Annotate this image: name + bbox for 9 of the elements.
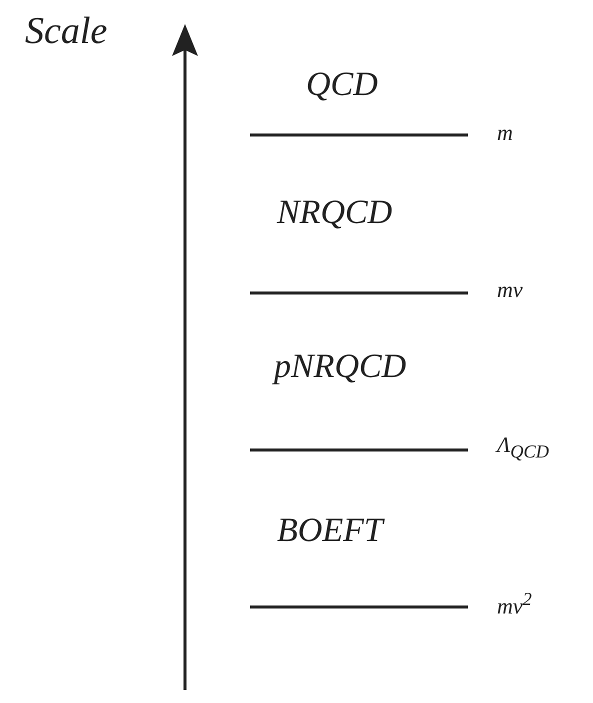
scale-label: mv	[497, 279, 523, 301]
scale-label: mv$^{2}$	[497, 590, 532, 618]
theory-label: NRQCD	[277, 196, 392, 230]
axis-label: Scale	[25, 12, 108, 50]
scale-label: Λ$_{QCD}$	[497, 434, 549, 461]
theory-label: QCD	[306, 68, 378, 102]
theory-label: BOEFT	[277, 514, 383, 548]
scale-label: m	[497, 122, 513, 144]
theory-label: pNRQCD	[274, 350, 406, 384]
